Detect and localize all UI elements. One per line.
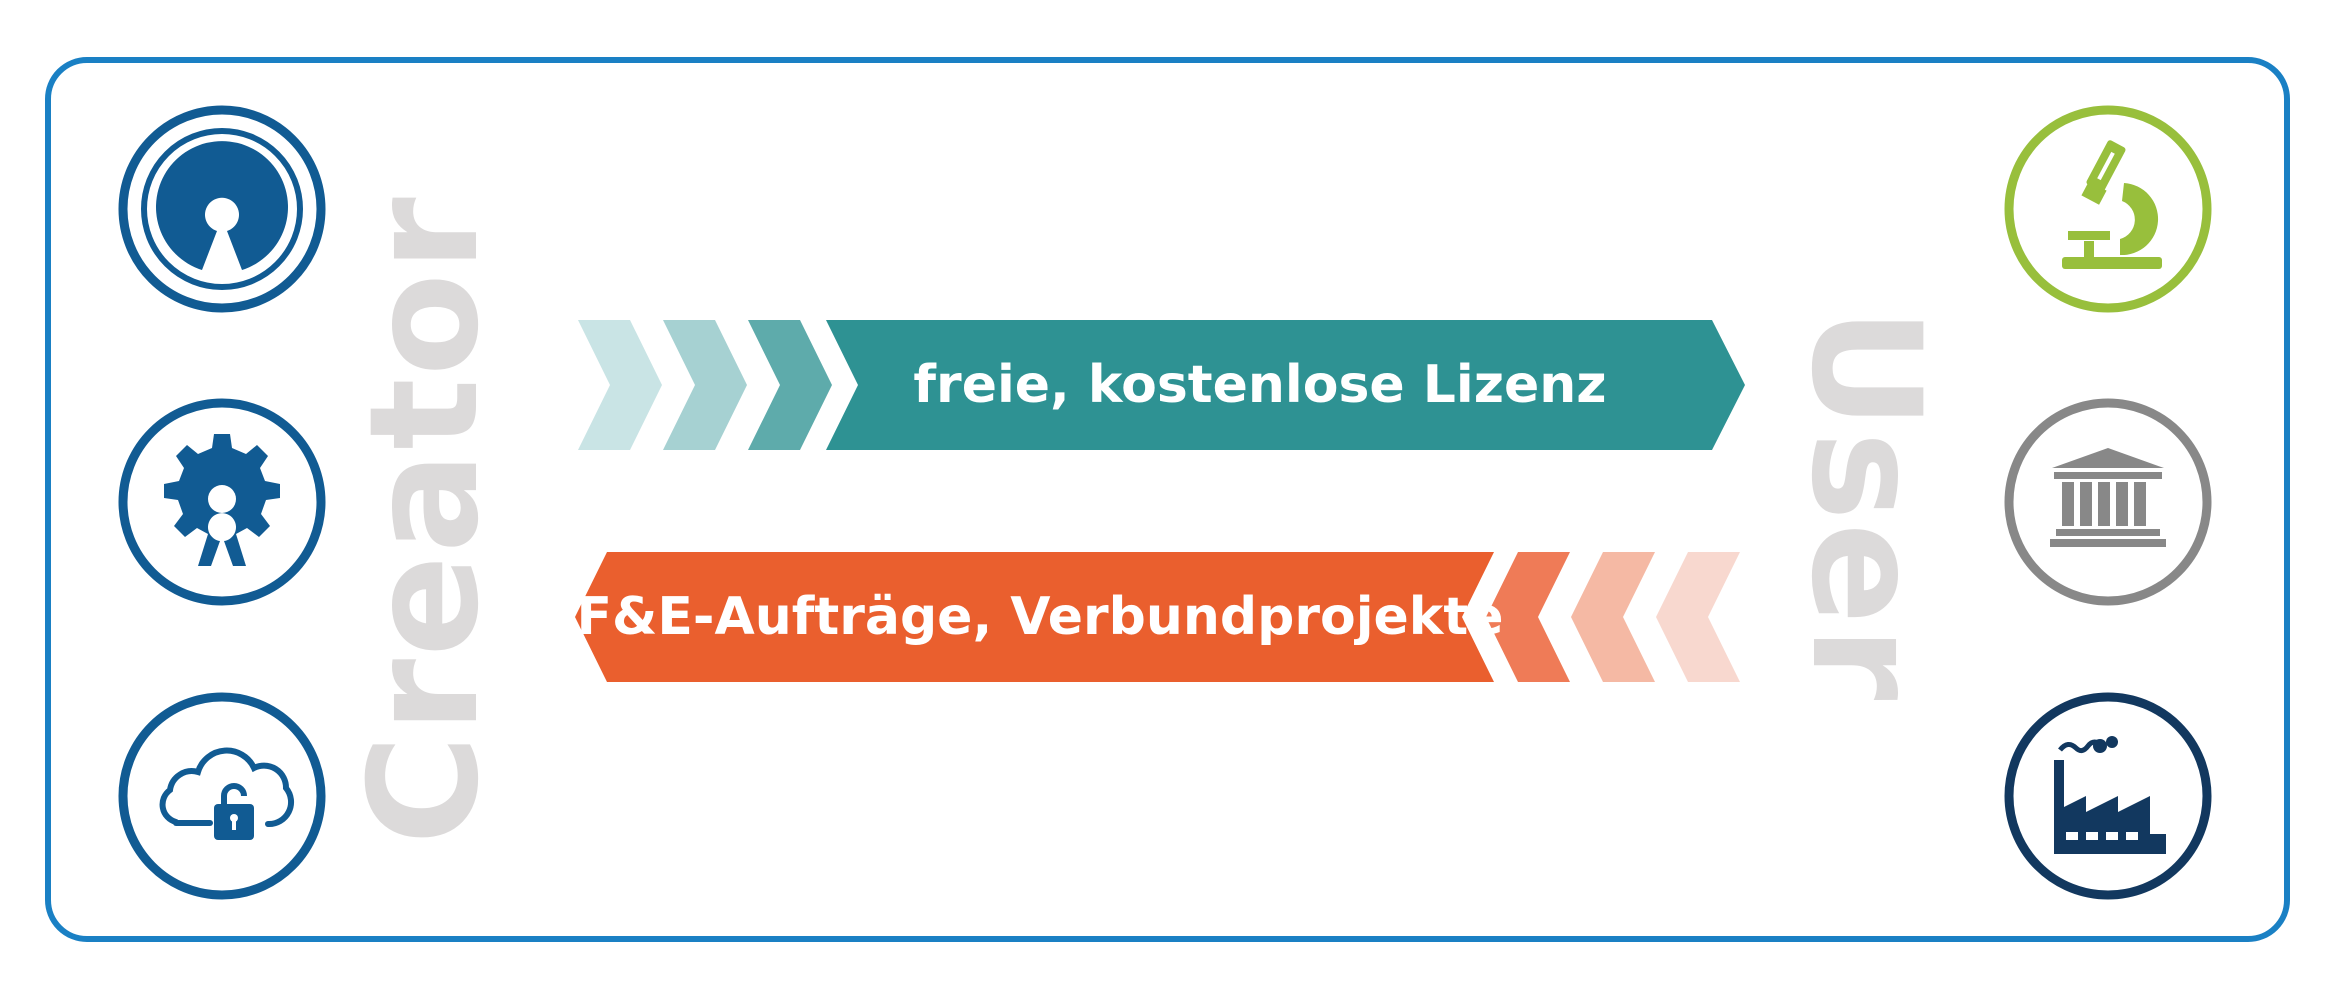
institution-icon [2004,398,2212,606]
creator-label: Creator [338,195,512,845]
bottom-chevron-1 [1486,552,1570,682]
top-chevron-2 [663,320,747,450]
cloud-lock-icon [118,692,326,900]
top-arrow [578,320,1745,450]
top-arrow-label: freie, kostenlose Lizenz [913,355,1607,415]
bottom-arrow [575,552,1740,682]
bottom-chevron-3 [1656,552,1740,682]
top-chevron-3 [748,320,832,450]
open-source-icon [118,105,326,313]
microscope-icon [2004,105,2212,313]
top-chevron-1 [578,320,662,450]
top-arrow-body [826,320,1745,450]
outer-frame [45,57,2290,942]
bottom-arrow-body [575,552,1494,682]
bottom-chevron-2 [1571,552,1655,682]
factory-icon [2004,692,2212,900]
user-label: User [1778,307,1952,703]
bottom-arrow-label: F&E-Aufträge, Verbundprojekte [576,587,1504,647]
gear-icon [118,398,326,606]
